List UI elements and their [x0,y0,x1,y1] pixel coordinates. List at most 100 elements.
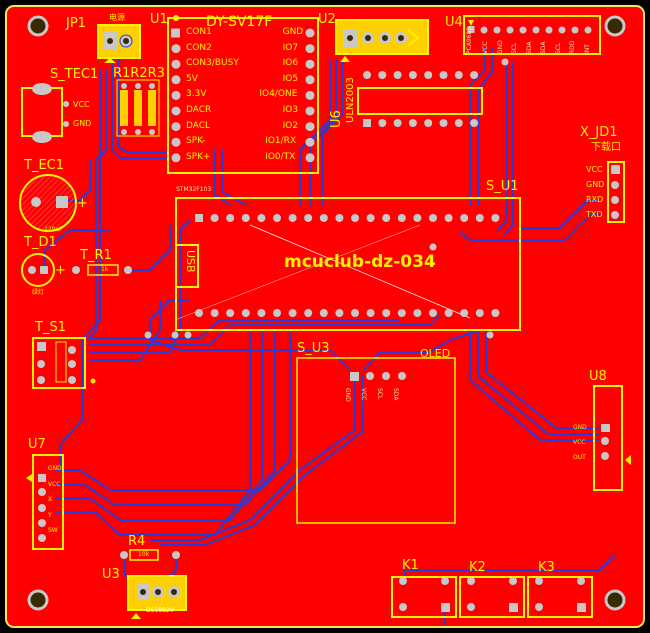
s-u3-ref: S_U3 [297,341,330,356]
traces [44,48,616,625]
s-u1-bottom-pad [351,309,359,317]
s-u1-top-pad [241,214,250,222]
k1-ref: K1 [402,558,419,573]
s-u1-bottom-pad [413,309,422,317]
u7-footprint [26,454,64,550]
r1r2r3-footprint [116,79,160,137]
u1-right-pad [305,122,315,132]
t-r1-footprint [72,264,132,276]
u6-pads [363,71,479,127]
u1-left-pads [171,28,181,163]
s-u3-pin-label: SDA [392,388,399,401]
s-tec1-footprint [21,83,69,143]
u1-right-pin-label: IO7 [282,42,299,53]
u6-pad [393,119,402,127]
u6-pad [470,119,479,127]
ratsnest-line-2 [174,224,421,321]
u1-left-pin-label: DACR [186,105,212,115]
s-u3-part: OLED [420,347,451,360]
s-u1-top-pad [491,214,500,222]
u8-ref: U8 [589,369,607,384]
s-u1-top-pad [382,214,391,222]
u7-pin-label: GND [48,465,62,472]
u8-pin-label: GND [573,424,587,431]
u1-right-pin-label: IO2 [282,120,299,131]
s-u1-top-pad [319,214,328,222]
s-u1-bottom-pad [335,309,344,317]
s-u1-bottom-pad [241,309,250,317]
u7-pin-label: X [48,496,53,503]
s-tec1-ref: S_TEC1 [50,67,99,82]
t-ec1-plus: + [77,196,88,211]
jp1-footprint [97,24,141,63]
u1-right-pad [305,28,315,38]
u4-pin-label: GND [496,40,504,54]
t-ec1-value: 220uF [44,226,63,233]
s-u1-ref: S_U1 [486,179,519,194]
u2-ref: U2 [318,12,336,27]
s-u1-top-pad [366,214,375,222]
u4-pin-label: SCL [511,42,518,54]
r4-ref: R4 [128,534,146,549]
u7-pin-label: Y [48,511,52,519]
u1-left-pin-label: CON3/BUSY [186,58,239,69]
u4-ref: U4 [445,15,463,30]
u4-pin-label: VCC [482,41,489,54]
s-u3-pin-label: GND [344,388,351,402]
u1-right-pin-label: IO4/ONE [259,89,298,100]
k3-ref: K3 [538,560,555,575]
t-r1-ref: T_R1 [80,248,112,263]
board-title: mcuclub-dz-034 [284,252,436,272]
t-d1-ref: T_D1 [24,235,57,250]
u1-ref: U1 [150,12,168,27]
u6-footprint [357,87,483,115]
s-u1-top-pad [195,214,203,222]
s-u1-top-pad [429,214,437,222]
u1-right-pad [305,106,315,116]
t-s1-footprint [32,337,96,389]
u6-ref: U6 [329,110,344,128]
u1-right-pad [305,75,315,85]
x-jd1-footprint [607,161,625,223]
u6-pad [424,71,433,79]
ratsnest-line [249,224,471,319]
s-u1-footprint [175,197,521,331]
x-jd1-pin-gnd: GND [586,180,605,189]
u1-left-pad [171,59,181,69]
s-u1-bottom-pad [273,309,281,317]
u1-left-pin-label: CON2 [186,42,212,53]
u4-pad [571,26,579,34]
u2-footprint [335,19,429,62]
u1-left-pin-label: SPK- [186,136,206,147]
t-d1-plus: + [55,263,66,278]
s-u1-part: STM32F103 [176,186,212,193]
s-u1-top-pad [460,214,469,222]
s-u1-bot-pads [195,309,500,317]
jp1-note: 电源 [109,13,125,22]
u3-ref: U3 [102,567,120,582]
u1-right-pin-label: IO5 [282,73,299,84]
r4-footprint [120,549,180,561]
u1-left-pin-label: DACL [186,120,211,131]
u6-pad [408,119,417,127]
s-u1-bottom-pad [429,309,437,317]
u4-pads [467,26,592,34]
t-s1-ref: T_S1 [35,320,66,335]
u6-pad [439,119,448,127]
s-u1-top-pad [413,214,422,222]
s-u1-bottom-pad [257,309,266,317]
u4-pad [467,26,475,33]
u1-left-pad [171,44,181,54]
u4-part: PCA9685 [466,26,473,54]
u1-right-pad [305,59,315,69]
u6-pad [424,119,433,127]
u4-pad [493,26,501,34]
s-u1-bottom-pad [288,309,297,317]
jp1-ref: JP1 [66,16,86,31]
u1-left-pad [171,137,181,147]
s-u1-top-pad [397,214,406,222]
s-u1-bottom-pad [210,309,219,317]
k2-ref: K2 [469,560,486,575]
s-u1-bottom-pad [226,309,235,317]
u1-left-pin-label: 5V [186,73,198,84]
